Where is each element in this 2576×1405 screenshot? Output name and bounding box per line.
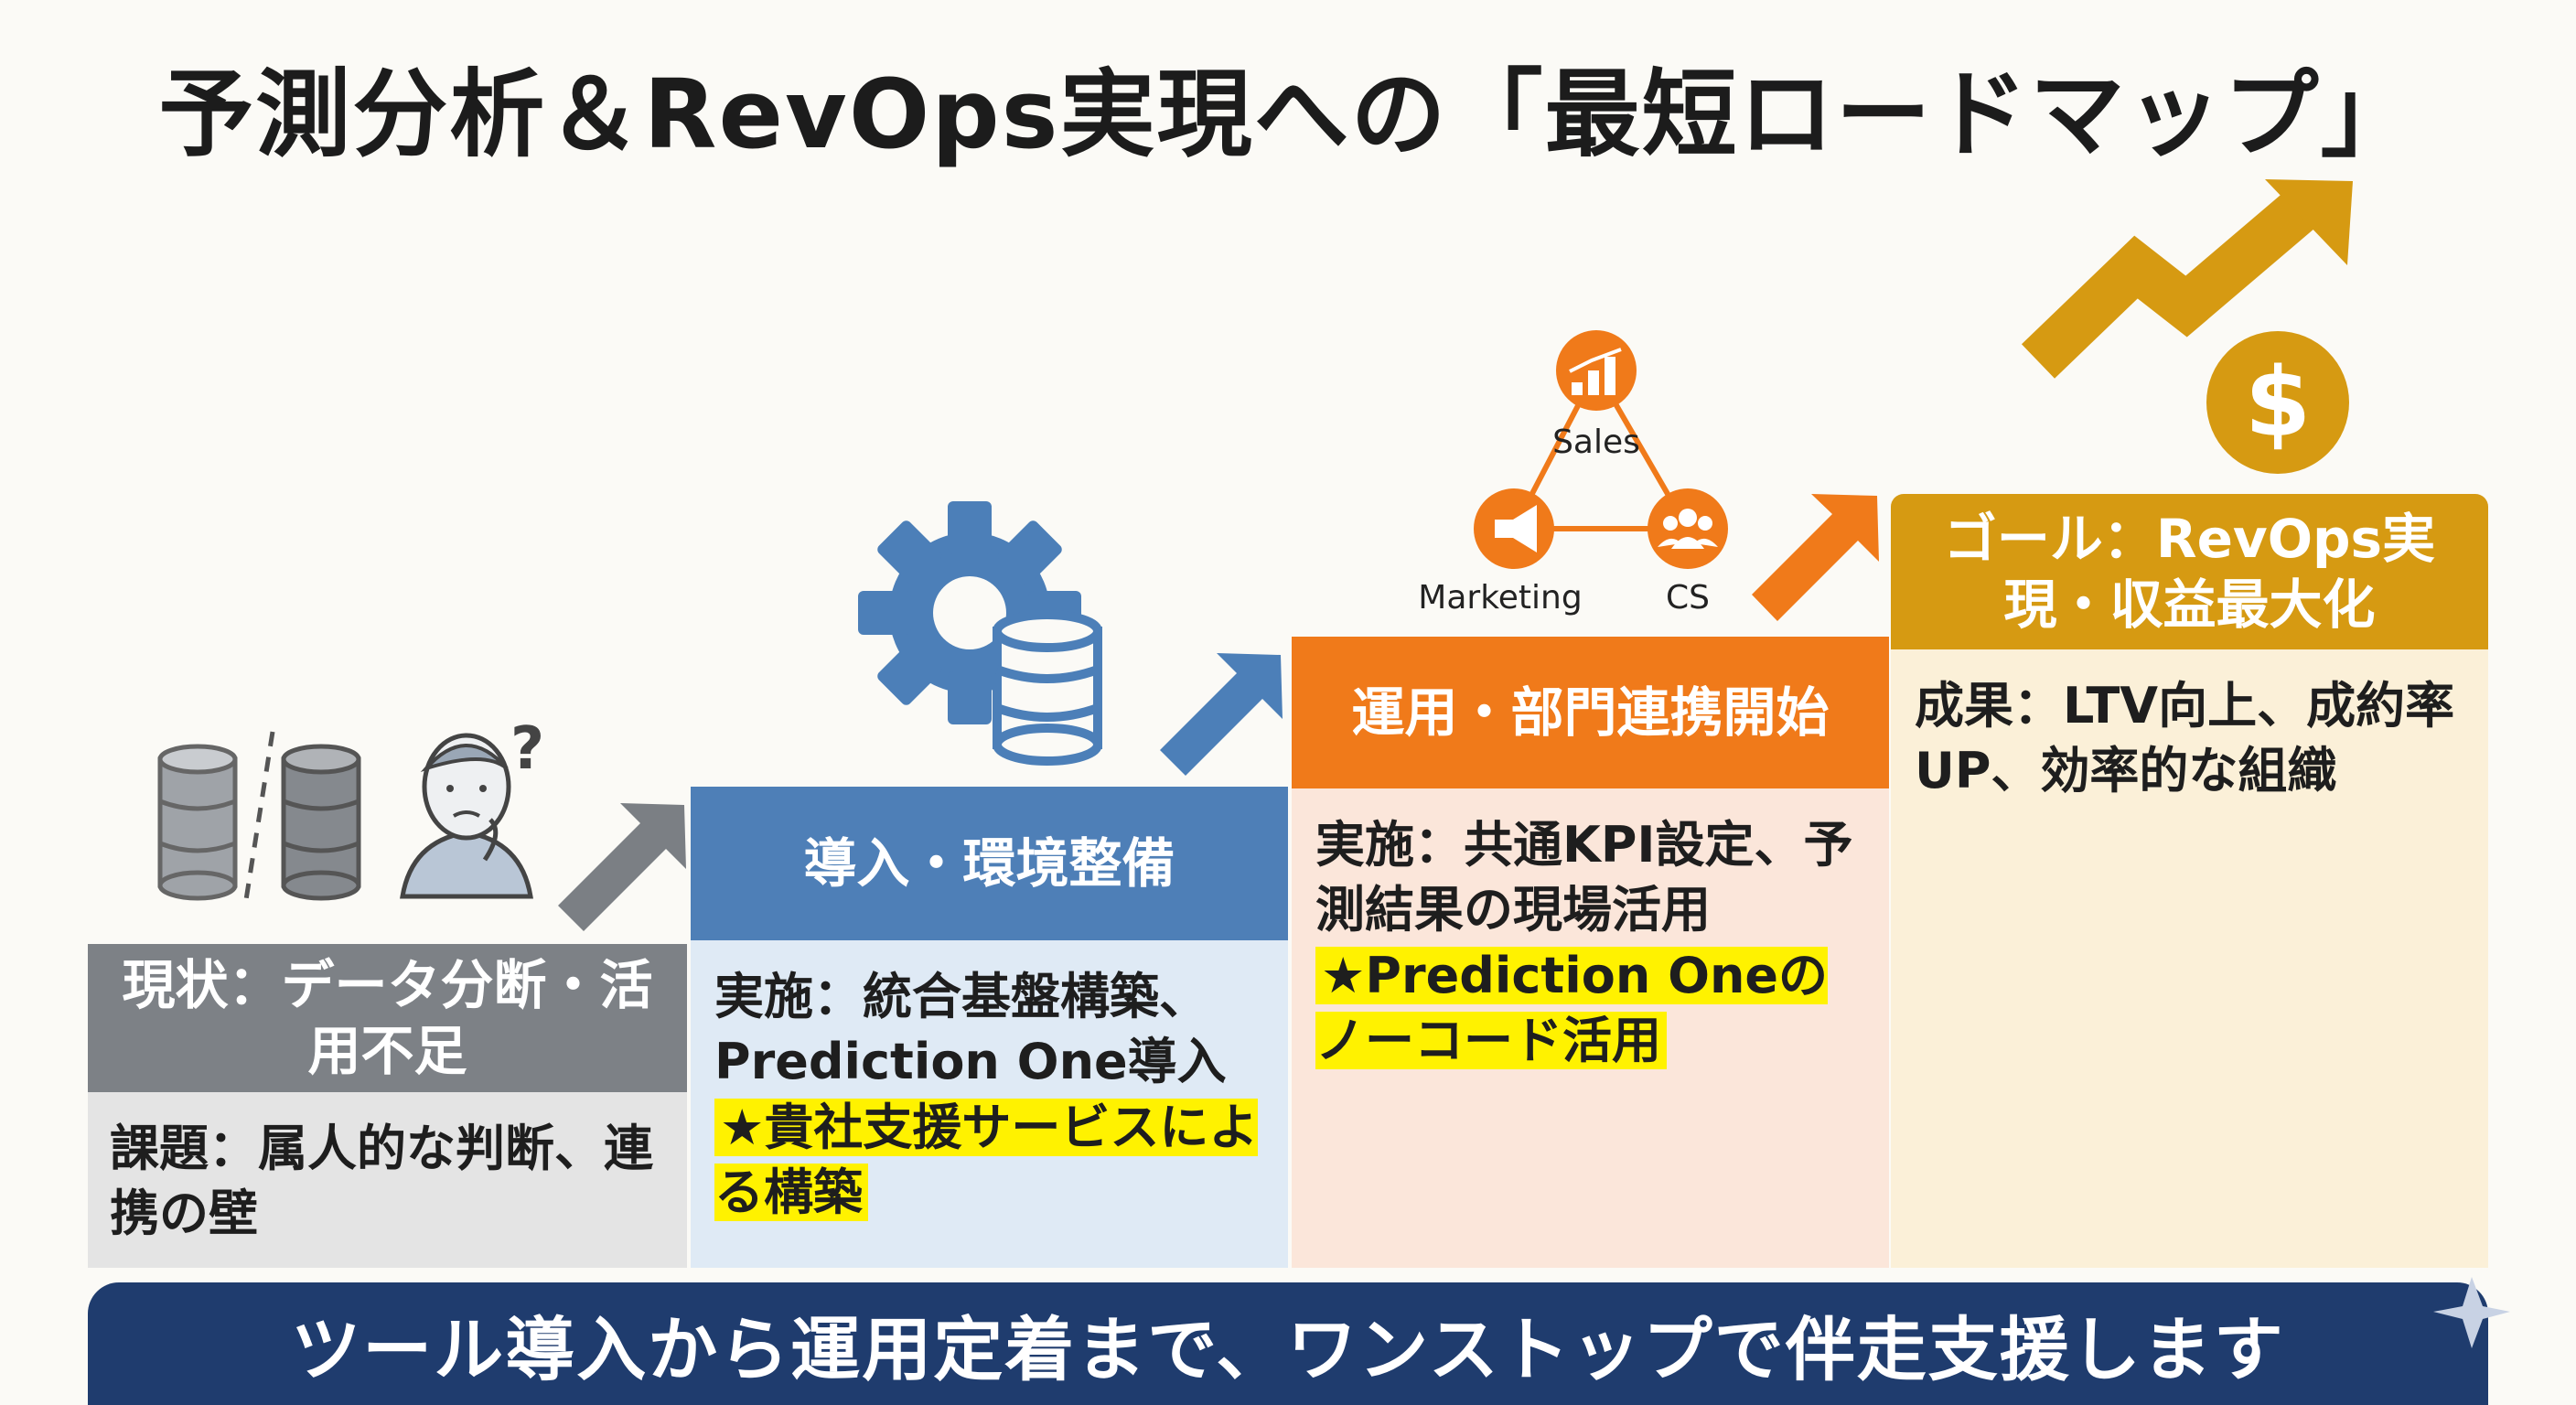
step-2-body: 実施：統合基盤構築、Prediction One導入 ★貴社支援サービスによる構… (691, 940, 1288, 1268)
bottom-banner: ツール導入から運用定着まで、ワンストップで伴走支援します (88, 1282, 2488, 1405)
page-title: 予測分析＆RevOps実現への「最短ロードマップ」 (158, 59, 2418, 170)
people-icon (1648, 488, 1728, 569)
step-arrow-icon (558, 803, 686, 931)
sparkle-icon (2433, 1277, 2510, 1348)
database-icon (281, 744, 361, 901)
step-4-body: 成果：LTV向上、成約率UP、効率的な組織 (1891, 649, 2488, 1268)
database-icon (157, 744, 238, 901)
step-1-header: 現状：データ分断・活用不足 (88, 944, 687, 1092)
database-icon (993, 610, 1102, 766)
department-cycle (1474, 330, 1728, 569)
step-2-body-text: 実施：統合基盤構築、Prediction One導入 (714, 968, 1227, 1091)
step-1-body-text: 課題：属人的な判断、連携の壁 (110, 1120, 653, 1243)
cycle-label-cs: CS (1666, 579, 1710, 617)
step-3-body: 実施：共通KPI設定、予測結果の現場活用 ★Prediction Oneのノーコ… (1292, 788, 1889, 1268)
divider-line (242, 731, 275, 906)
confused-person-icon: ? (400, 715, 544, 899)
step-4-body-text: 成果：LTV向上、成約率UP、効率的な組織 (1915, 677, 2455, 800)
step-arrow-icon (1752, 494, 1879, 621)
step-4-header: ゴール：RevOps実現・収益最大化 (1891, 494, 2488, 649)
svg-text:?: ? (510, 715, 544, 783)
step-3-body-text: 実施：共通KPI設定、予測結果の現場活用 (1315, 816, 1853, 939)
step-2-header: 導入・環境整備 (691, 787, 1288, 940)
step-3-header: 運用・部門連携開始 (1292, 637, 1889, 788)
cycle-label-marketing: Marketing (1418, 579, 1582, 617)
dollar-coin-icon: $ (2206, 331, 2349, 474)
svg-text:$: $ (2245, 347, 2311, 458)
step-arrow-icon (1160, 653, 1283, 776)
cycle-label-sales: Sales (1552, 424, 1640, 461)
step-1-body: 課題：属人的な判断、連携の壁 (88, 1092, 687, 1268)
trend-arrow-icon (2021, 179, 2353, 379)
